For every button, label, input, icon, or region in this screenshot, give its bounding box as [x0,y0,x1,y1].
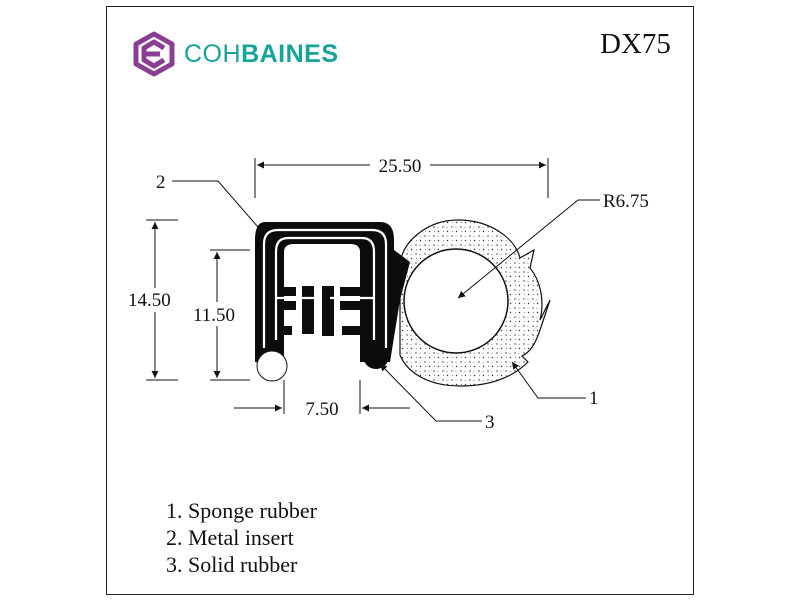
legend-item-sponge-rubber: 1. Sponge rubber [166,498,317,523]
brand-name-bold: BAINES [241,39,339,68]
dimension-channel-width-label: 7.50 [305,399,338,420]
brand-name-light: COH [184,39,242,68]
callout-metal-insert [172,180,265,235]
metal-insert [262,228,388,348]
callout-3-label: 3 [485,412,495,433]
sponge-rubber-bulb [399,219,551,387]
legend-item-metal-insert: 2. Metal insert [166,525,294,550]
drawing-frame [106,6,694,595]
dimension-inner-height-label: 11.50 [193,305,235,326]
legend-item-solid-rubber: 3. Solid rubber [166,552,298,577]
part-code: DX75 [600,28,671,60]
lip-bead-left [256,350,288,382]
cohbaines-logo-icon [133,31,175,77]
dimension-radius-label: R6.75 [603,191,649,212]
brand-name: COHBAINES [184,40,339,69]
callout-2-label: 2 [156,172,166,193]
dimension-radius [457,199,600,299]
dimension-channel-width [234,380,410,414]
dimension-overall-height-label: 14.50 [128,290,171,311]
dimension-overall-width-label: 25.50 [379,156,422,177]
callout-solid-rubber [379,363,482,422]
material-legend: 1. Sponge rubber 2. Metal insert 3. Soli… [166,497,317,578]
callout-1-label: 1 [589,388,599,409]
dimension-overall-width [254,158,549,198]
callout-sponge-rubber [511,361,586,399]
dimension-overall-height [146,219,178,381]
brand-logo: COHBAINES [130,30,339,78]
dimension-inner-height [210,249,250,381]
